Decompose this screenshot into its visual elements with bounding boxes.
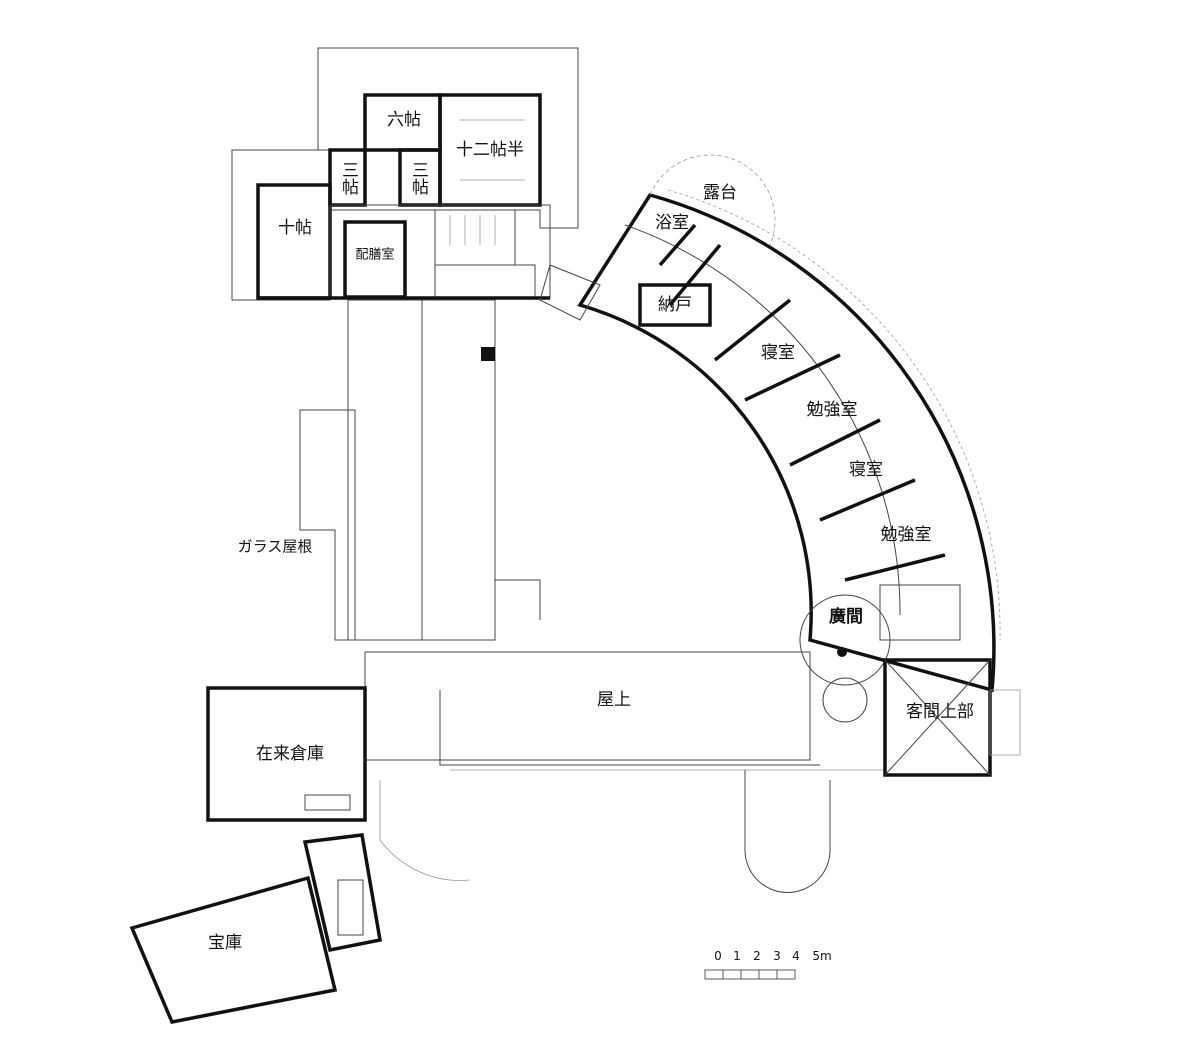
scale-tick-5: 5m <box>812 949 831 963</box>
label-haizenshitsu: 配膳室 <box>355 247 394 263</box>
curved-wing-outline <box>577 192 996 693</box>
scale-tick-2: 2 <box>753 949 761 963</box>
scale-bar: 0 1 2 3 4 5m <box>704 949 832 980</box>
label-hoko: 宝庫 <box>208 933 242 953</box>
japanese-wing <box>231 47 579 301</box>
curved-walk <box>744 770 831 893</box>
label-shinshitsu-2: 寝室 <box>849 459 883 480</box>
column-marker <box>481 347 495 361</box>
label-yokushitsu: 浴室 <box>655 213 689 233</box>
glass-roof-steps <box>299 409 356 641</box>
curved-corridor-line <box>624 224 901 616</box>
label-glass-roof: ガラス屋根 <box>238 538 313 556</box>
label-kyakuma-jobu: 客間上部 <box>906 702 974 722</box>
label-nando: 納戸 <box>658 295 692 315</box>
label-okujo: 屋上 <box>597 690 631 710</box>
label-sanjo-1: 三帖 <box>338 161 358 195</box>
label-sanjo-2: 三帖 <box>408 161 428 195</box>
label-benkyoshitsu-1: 勉強室 <box>807 400 858 420</box>
curved-wing <box>539 154 1001 723</box>
label-junijohan: 十二帖半 <box>456 140 524 160</box>
label-hiroma: 廣間 <box>829 606 863 627</box>
label-benkyoshitsu-2: 勉強室 <box>881 525 932 545</box>
label-rokujo: 六帖 <box>387 110 421 130</box>
label-rodai: 露台 <box>703 183 737 203</box>
room-jujo <box>256 183 332 300</box>
hall-stair <box>879 584 961 641</box>
label-shinshitsu-1: 寝室 <box>761 342 795 363</box>
stair <box>434 209 516 266</box>
room-nando <box>638 283 712 327</box>
guest-room-upper <box>883 658 1021 777</box>
roof-hatch-west <box>231 149 331 301</box>
label-zairai-soko: 在来倉庫 <box>256 744 324 764</box>
scale-tick-3: 3 <box>773 949 781 963</box>
storehouse-zairai <box>206 686 367 822</box>
rooftop <box>364 651 811 761</box>
terrace-outline <box>649 154 776 246</box>
treasury <box>129 833 383 1024</box>
scale-tick-4: 4 <box>792 949 800 963</box>
glass-roof <box>299 299 541 641</box>
scale-tick-0: 0 <box>714 949 722 963</box>
scale-tick-1: 1 <box>733 949 741 963</box>
label-jujo: 十帖 <box>278 218 312 238</box>
